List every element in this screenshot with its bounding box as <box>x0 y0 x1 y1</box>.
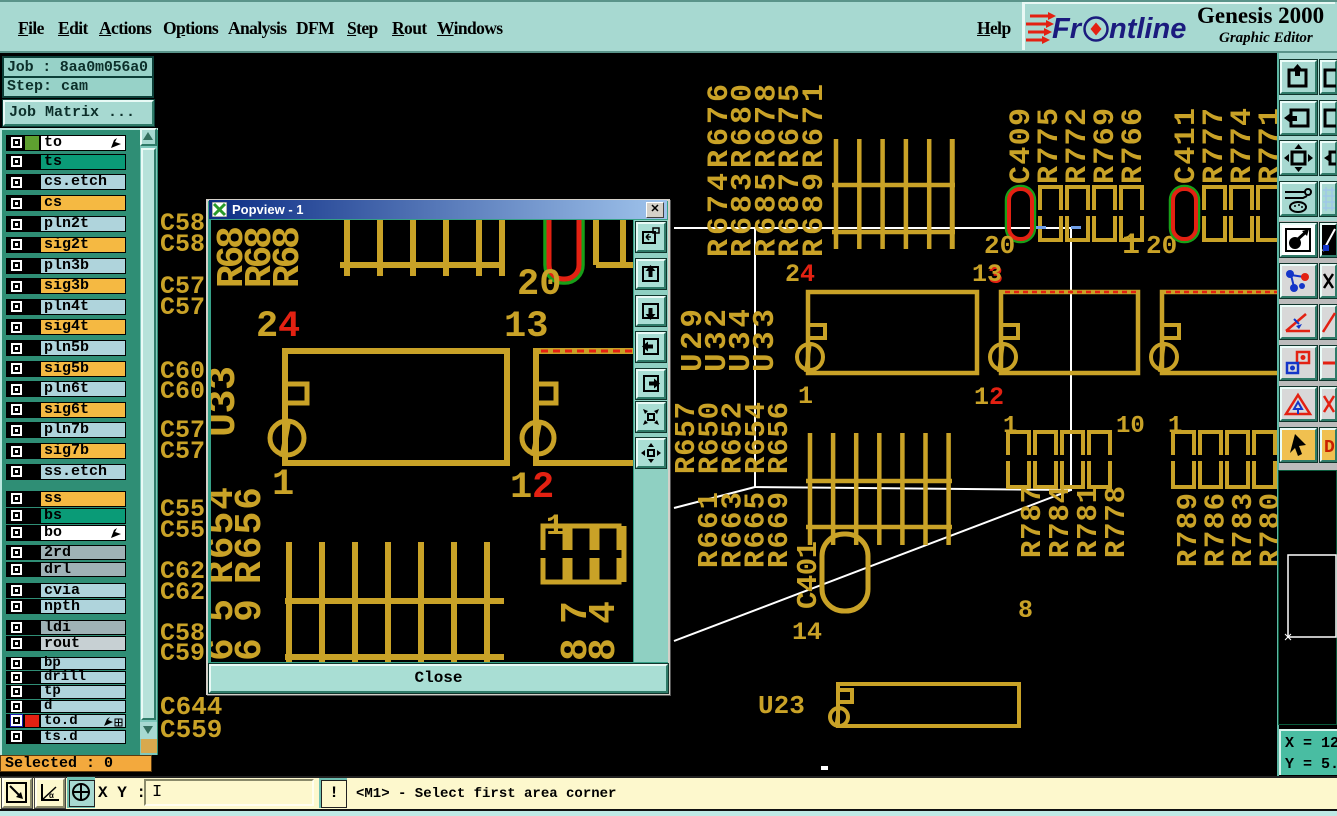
svg-text:ntline: ntline <box>1109 13 1186 45</box>
svg-text:D: D <box>1324 438 1335 458</box>
svg-text:C62: C62 <box>160 578 205 607</box>
svg-text:C57: C57 <box>160 272 205 301</box>
svg-text:C57: C57 <box>160 293 205 322</box>
svg-text:α: α <box>49 792 54 801</box>
svg-text:C62: C62 <box>160 557 205 586</box>
svg-text:C55: C55 <box>160 495 205 524</box>
svg-text:20: 20 <box>517 264 561 306</box>
svg-text:C60: C60 <box>160 357 205 386</box>
svg-text:C559: C559 <box>160 715 222 745</box>
svg-text:R775: R775 <box>1033 108 1067 184</box>
svg-text:R777: R777 <box>1198 108 1232 184</box>
svg-text:R656: R656 <box>763 402 796 474</box>
svg-text:R766: R766 <box>1117 108 1151 184</box>
svg-text:C58: C58 <box>160 209 205 238</box>
svg-text:1: 1 <box>1168 413 1182 440</box>
svg-text:R654: R654 <box>211 487 244 584</box>
svg-text:C409: C409 <box>1005 108 1039 184</box>
svg-text:C55: C55 <box>160 516 205 545</box>
svg-text:8: 8 <box>1018 596 1033 625</box>
svg-text:R786: R786 <box>1200 493 1233 567</box>
svg-text:1: 1 <box>510 467 532 509</box>
svg-text:R68: R68 <box>267 226 310 288</box>
svg-text:U33: U33 <box>748 309 783 372</box>
svg-text:R656: R656 <box>229 487 272 584</box>
svg-text:2: 2 <box>989 383 1004 412</box>
svg-text:1: 1 <box>1003 413 1017 440</box>
svg-text:U33: U33 <box>211 366 247 437</box>
svg-text:R783: R783 <box>1227 493 1260 567</box>
svg-text:C411: C411 <box>1170 108 1204 184</box>
svg-text:2: 2 <box>256 306 278 348</box>
svg-text:U32: U32 <box>700 309 735 372</box>
svg-text:U23: U23 <box>758 691 805 721</box>
svg-text:1: 1 <box>974 383 989 412</box>
svg-text:1: 1 <box>798 382 813 411</box>
svg-text:R657: R657 <box>670 402 703 474</box>
svg-text:R784: R784 <box>1044 486 1077 558</box>
svg-text:C60: C60 <box>160 377 205 406</box>
svg-text:R769: R769 <box>1089 108 1123 184</box>
svg-text:R774: R774 <box>1226 108 1260 184</box>
svg-text:R68: R68 <box>239 226 282 288</box>
svg-text:R781: R781 <box>1072 486 1105 558</box>
svg-text:R652: R652 <box>717 402 750 474</box>
svg-text:C58: C58 <box>160 619 205 648</box>
svg-text:13: 13 <box>972 260 1002 289</box>
svg-text:R772: R772 <box>1061 108 1095 184</box>
svg-text:R778: R778 <box>1100 486 1133 558</box>
svg-text:10: 10 <box>1116 413 1145 440</box>
svg-text:3: 3 <box>988 262 1003 291</box>
svg-text:1: 1 <box>272 464 294 506</box>
svg-text:4: 4 <box>800 260 815 289</box>
svg-text:1: 1 <box>1122 229 1140 263</box>
svg-text:Fr: Fr <box>1052 13 1083 45</box>
svg-text:R787: R787 <box>1016 486 1049 558</box>
svg-text:2: 2 <box>532 467 554 509</box>
svg-text:U29: U29 <box>676 309 711 372</box>
svg-text:U34: U34 <box>724 309 759 372</box>
svg-text:C57: C57 <box>160 416 205 445</box>
svg-text:C57: C57 <box>160 437 205 466</box>
svg-text:C58: C58 <box>160 230 205 259</box>
svg-text:C59: C59 <box>160 639 205 668</box>
svg-text:2: 2 <box>785 260 800 289</box>
svg-text:20: 20 <box>984 231 1015 261</box>
svg-text:C644: C644 <box>160 692 222 722</box>
svg-text:14: 14 <box>792 618 822 647</box>
svg-text:4: 4 <box>278 306 300 348</box>
svg-text:13: 13 <box>504 306 548 348</box>
svg-text:R654: R654 <box>740 402 773 474</box>
svg-text:R789: R789 <box>1172 493 1205 567</box>
svg-text:R650: R650 <box>693 402 726 474</box>
svg-text:R68: R68 <box>211 226 254 288</box>
